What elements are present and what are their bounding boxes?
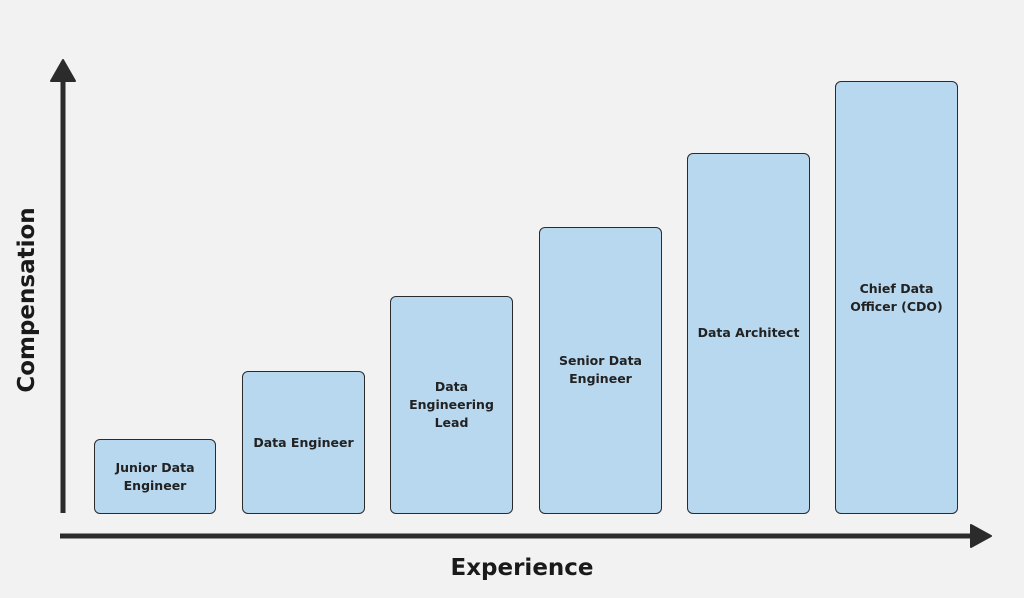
y-axis-arrow (50, 59, 76, 513)
y-axis-label: Compensation (14, 207, 40, 393)
bar-data-architect: Data Architect (687, 153, 810, 514)
bar-label: Junior Data Engineer (115, 459, 195, 493)
bar-label: Chief Data Officer (CDO) (850, 281, 943, 314)
bar-label: Data Engineering Lead (409, 379, 494, 430)
bar-chief-data-officer: Chief Data Officer (CDO) (835, 81, 958, 514)
bar-junior-data-engineer: Junior Data Engineer (94, 439, 216, 514)
x-axis-arrow (60, 524, 992, 548)
bar-data-engineer: Data Engineer (242, 371, 365, 514)
bar-label: Data Architect (697, 325, 800, 340)
bar-data-engineering-lead: Data Engineering Lead (390, 296, 513, 514)
x-axis-label: Experience (450, 555, 594, 581)
bar-label: Data Engineer (253, 434, 354, 450)
bar-senior-data-engineer: Senior Data Engineer (539, 227, 662, 514)
bar-label: Senior Data Engineer (559, 353, 642, 386)
